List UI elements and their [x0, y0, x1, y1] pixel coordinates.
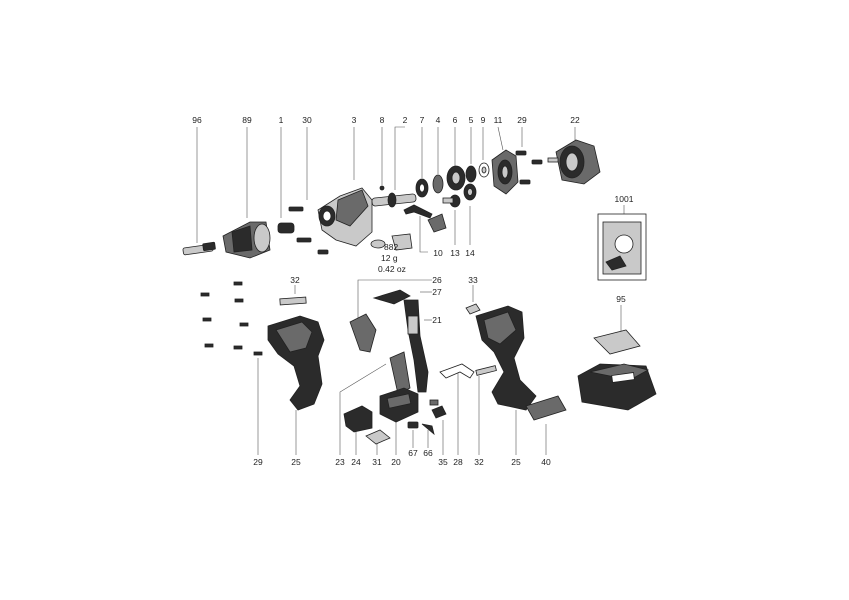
- label-29-bottom: 29: [253, 457, 263, 467]
- label-35: 35: [438, 457, 448, 467]
- part-29-screws-left: [200, 281, 263, 455]
- part-14: [463, 183, 477, 245]
- label-1: 1: [279, 115, 284, 125]
- label-40: 40: [541, 457, 551, 467]
- label-2: 2: [403, 115, 408, 125]
- label-10: 10: [433, 248, 443, 258]
- part-89-collar: [222, 127, 271, 259]
- part-40: [525, 395, 567, 455]
- label-5: 5: [469, 115, 474, 125]
- label-32-right: 32: [474, 457, 484, 467]
- part-30-screws: [288, 127, 329, 255]
- part-11-ring-gear: [491, 126, 519, 195]
- part-2-spindle: [371, 126, 417, 208]
- part-33: [465, 285, 481, 315]
- part-66: [421, 423, 435, 448]
- part-22-motor: [547, 127, 601, 185]
- label-89: 89: [242, 115, 252, 125]
- part-26-27-21-switch: [349, 279, 432, 393]
- part-13: [442, 194, 461, 245]
- part-28: [439, 363, 475, 455]
- grease-weight-oz: 0.42 oz: [378, 264, 406, 274]
- part-1001-label-card: [597, 205, 647, 281]
- part-23: [339, 351, 411, 455]
- part-5: [465, 127, 477, 183]
- label-13: 13: [450, 248, 460, 258]
- label-25-left: 25: [291, 457, 301, 467]
- label-8: 8: [380, 115, 385, 125]
- part-clip: [427, 213, 447, 233]
- label-29-top: 29: [517, 115, 527, 125]
- label-11: 11: [494, 115, 503, 125]
- part-32-strip-right: [475, 365, 497, 455]
- part-29-screws-upper: [515, 127, 543, 185]
- label-24: 24: [351, 457, 361, 467]
- label-1001: 1001: [615, 194, 634, 204]
- part-35: [429, 399, 447, 455]
- label-67: 67: [408, 448, 418, 458]
- part-6-gear: [446, 127, 466, 191]
- label-66: 66: [423, 448, 433, 458]
- label-27: 27: [432, 287, 442, 297]
- part-25-housing-left: [267, 315, 325, 455]
- part-95-battery: [577, 305, 657, 411]
- part-10: [403, 204, 433, 253]
- part-32-strip-left: [279, 285, 307, 306]
- part-7: [415, 127, 429, 198]
- grease-code: 882: [384, 242, 398, 252]
- part-20-electronics: [379, 387, 419, 455]
- label-32-left: 32: [290, 275, 300, 285]
- part-96-bit-holder: [182, 127, 216, 256]
- part-9-washer: [478, 127, 490, 178]
- label-25-right: 25: [511, 457, 521, 467]
- label-31: 31: [372, 457, 382, 467]
- part-8-pin: [379, 127, 385, 191]
- part-3-gear-housing: [317, 127, 373, 247]
- label-33: 33: [468, 275, 478, 285]
- part-31: [365, 429, 391, 455]
- label-95: 95: [616, 294, 626, 304]
- part-67: [407, 421, 419, 448]
- label-6: 6: [453, 115, 458, 125]
- part-1: [277, 127, 295, 234]
- label-7: 7: [420, 115, 425, 125]
- label-4: 4: [436, 115, 441, 125]
- label-26: 26: [432, 275, 442, 285]
- part-number-labels: 96 89 1 30 3 8 2 7 4 6 5 9 11 29 22 10 1…: [192, 115, 633, 467]
- grease-spec: 882 12 g 0.42 oz: [378, 242, 406, 274]
- part-4: [432, 127, 444, 194]
- part-25-housing-right: [475, 305, 537, 455]
- label-22: 22: [570, 115, 580, 125]
- grease-weight-g: 12 g: [381, 253, 398, 263]
- part-24: [343, 405, 373, 455]
- grease-packet: [370, 233, 413, 251]
- label-28: 28: [453, 457, 463, 467]
- label-96: 96: [192, 115, 202, 125]
- label-21: 21: [432, 315, 442, 325]
- label-3: 3: [352, 115, 357, 125]
- label-20: 20: [391, 457, 401, 467]
- label-23: 23: [335, 457, 345, 467]
- label-30: 30: [302, 115, 312, 125]
- label-9: 9: [481, 115, 486, 125]
- label-14: 14: [465, 248, 475, 258]
